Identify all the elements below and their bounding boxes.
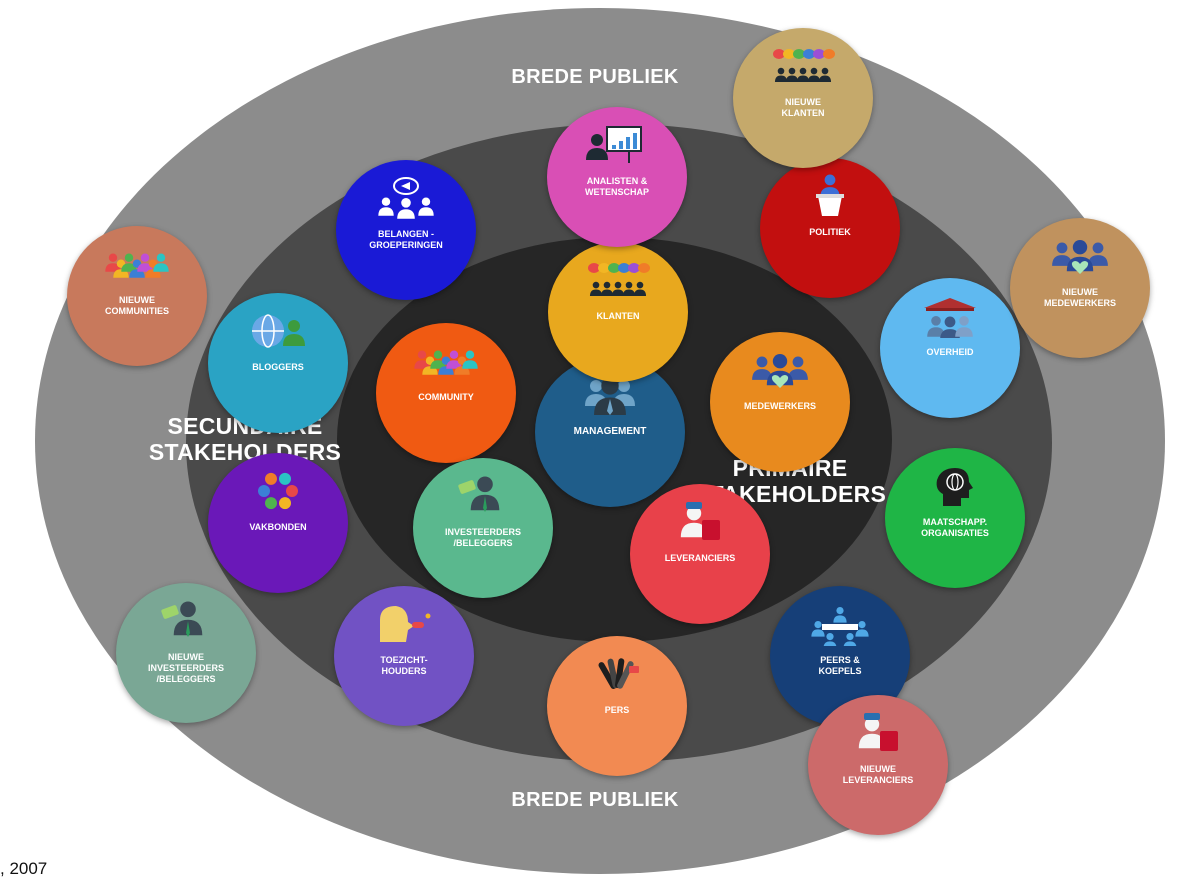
microphones-icon (585, 652, 649, 701)
stakeholder-medewerkers: MEDEWERKERS (710, 332, 850, 472)
stakeholder-label: MANAGEMENT (564, 426, 657, 438)
stakeholder-maatschapp: MAATSCHAPP.ORGANISATIES (885, 448, 1025, 588)
stakeholder-investeerders: INVESTEERDERS/BELEGGERS (413, 458, 553, 598)
crowd-icon (105, 242, 169, 291)
team-heart-icon (748, 348, 812, 397)
team-heart-icon (1048, 234, 1112, 283)
podium-icon (798, 174, 862, 223)
stakeholder-politiek: POLITIEK (760, 158, 900, 298)
stakeholder-label: INVESTEERDERS/BELEGGERS (435, 527, 531, 549)
investor-icon (451, 474, 515, 523)
stakeholder-label-line: OVERHEID (926, 347, 974, 357)
stakeholder-label-line: MAATSCHAPP. (922, 517, 988, 527)
presentation-icon (585, 123, 649, 172)
stakeholder-toezicht: TOEZICHT-HOUDERS (334, 586, 474, 726)
meeting-icon (808, 602, 872, 651)
stakeholder-label-line: NIEUWE (119, 295, 155, 305)
stakeholder-label: MAATSCHAPP.ORGANISATIES (911, 517, 999, 539)
stakeholder-label-line: PEERS & (820, 655, 860, 665)
stakeholder-label-line: WETENSCHAP (584, 186, 649, 197)
stakeholder-label: PERS (595, 705, 640, 716)
stakeholder-analisten: ANALISTEN &WETENSCHAP (547, 107, 687, 247)
supplier-icon (668, 500, 732, 549)
stakeholder-label: PEERS &KOEPELS (808, 655, 871, 677)
head-globe-icon (923, 464, 987, 513)
stakeholder-label-line: COMMUNITIES (105, 305, 169, 316)
stakeholder-label-line: GROEPERINGEN (369, 239, 443, 250)
stakeholder-label: BLOGGERS (242, 362, 314, 373)
zone-label-brede-publiek-bottom: BREDE PUBLIEK (511, 789, 679, 811)
supplier-icon (846, 711, 910, 760)
stakeholder-label: ANALISTEN &WETENSCHAP (575, 176, 659, 198)
stakeholder-label-line: NIEUWE (859, 764, 896, 774)
stakeholder-label: COMMUNITY (408, 392, 484, 403)
stakeholder-label-line: ORGANISATIES (921, 527, 989, 538)
customers-speech-icon (771, 44, 835, 93)
stakeholder-overheid: OVERHEID (880, 278, 1020, 418)
stakeholder-bloggers: BLOGGERS (208, 293, 348, 433)
stakeholder-belangen: BELANGEN -GROEPERINGEN (336, 160, 476, 300)
stakeholder-label-line: VAKBONDEN (249, 522, 307, 532)
megaphone-group-icon (374, 176, 438, 225)
stakeholder-label-line: COMMUNITY (418, 392, 474, 402)
stakeholder-vakbonden: VAKBONDEN (208, 453, 348, 593)
stakeholder-label-line: MEDEWERKERS (743, 401, 816, 411)
stakeholder-label-line: TOEZICHT- (380, 655, 428, 665)
footnote: , 2007 (0, 859, 48, 878)
stakeholder-label-line: BELANGEN - (377, 229, 434, 239)
crowd-icon (414, 339, 478, 388)
stakeholder-community: COMMUNITY (376, 323, 516, 463)
stakeholder-label-line: MEDEWERKERS (1043, 297, 1116, 308)
stakeholder-label: MEDEWERKERS (734, 401, 826, 412)
stakeholder-label-line: LEVERANCIERS (664, 553, 736, 563)
stakeholder-pers: PERS (547, 636, 687, 776)
stakeholder-label: BELANGEN -GROEPERINGEN (359, 229, 453, 251)
stakeholder-klanten: KLANTEN (548, 242, 688, 382)
union-circle-icon (246, 469, 310, 518)
government-icon (918, 294, 982, 343)
stakeholder-label: POLITIEK (799, 227, 861, 238)
stakeholder-label-line: LEVERANCIERS (842, 774, 914, 785)
stakeholder-label: VAKBONDEN (239, 522, 316, 533)
stakeholder-label-line: POLITIEK (809, 227, 851, 237)
stakeholder-label-line: /BELEGGERS (453, 537, 513, 548)
stakeholder-label: OVERHEID (916, 347, 983, 358)
stakeholder-label-line: BLOGGERS (252, 362, 304, 372)
stakeholder-label-line: NIEUWE (168, 652, 204, 662)
stakeholder-label: TOEZICHT-HOUDERS (370, 655, 437, 677)
stakeholder-label-line: KLANTEN (596, 311, 640, 321)
stakeholder-leveranciers: LEVERANCIERS (630, 484, 770, 624)
stakeholder-management: MANAGEMENT (535, 357, 685, 507)
people-group-icon (578, 373, 642, 422)
stakeholder-label-line: HOUDERS (381, 665, 427, 676)
stakeholder-label-line: KOEPELS (818, 665, 862, 676)
stakeholder-label-line: KLANTEN (781, 107, 825, 118)
stakeholder-label-line: INVESTEERDERS (444, 527, 522, 537)
stakeholder-label-line: NIEUWE (785, 97, 821, 107)
investor-icon (154, 599, 218, 648)
stakeholder-label-line: INVESTEERDERS (147, 662, 225, 673)
stakeholder-label-line: ANALISTEN & (586, 176, 648, 186)
stakeholder-label: KLANTEN (587, 311, 650, 322)
stakeholder-label-line: PERS (604, 705, 630, 715)
whistle-icon (372, 602, 436, 651)
stakeholder-label-line: /BELEGGERS (156, 673, 216, 684)
stakeholder-label-line: MANAGEMENT (573, 426, 647, 437)
stakeholder-label-line: NIEUWE (1061, 287, 1098, 297)
zone-label-brede-publiek-top: BREDE PUBLIEK (511, 66, 679, 88)
stakeholder-label: LEVERANCIERS (655, 553, 746, 564)
globe-blogger-icon (246, 309, 310, 358)
customers-speech-icon (586, 258, 650, 307)
